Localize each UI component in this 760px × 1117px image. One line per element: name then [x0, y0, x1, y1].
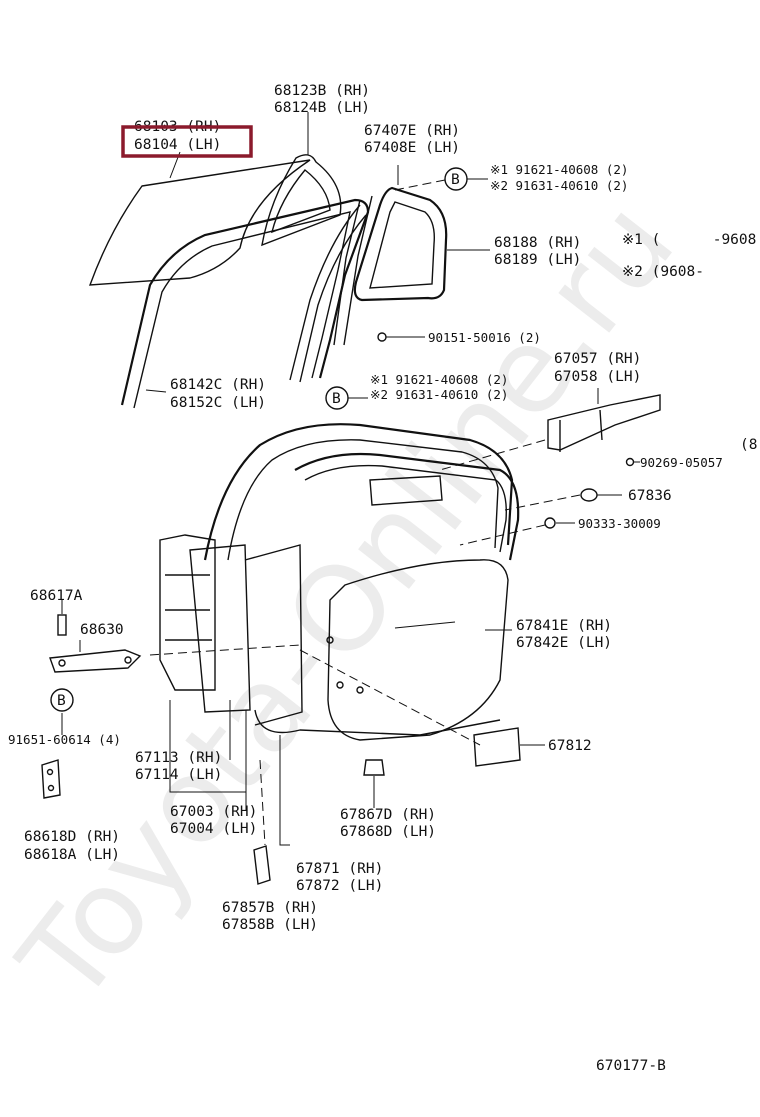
label-quarter-frame-lh: 67408E (LH) — [364, 140, 460, 156]
label-pad-67812: 67812 — [548, 738, 592, 754]
highlight-box — [121, 125, 253, 158]
label-run-channel-rh: 68142C (RH) — [170, 377, 266, 393]
label-glass-lh: 68104 (LH) — [134, 137, 221, 153]
label-hinge-pin: 68617A — [30, 588, 83, 604]
callout-b-label: B — [332, 391, 341, 407]
label-quarter-glass-lh: 68189 (LH) — [494, 252, 581, 268]
label-screw-b2: ※2 91631-40610 (2) — [490, 178, 628, 193]
label-hinge-rh: 68618D (RH) — [24, 829, 120, 845]
quarter-window[interactable] — [333, 165, 490, 346]
plug-67836[interactable] — [580, 488, 622, 502]
label-date-note-2: ※2 (9608- — [622, 264, 704, 280]
label-weather-rh: 67871 (RH) — [296, 861, 383, 877]
label-bolt-91651: 91651-60614 (4) — [8, 732, 121, 747]
door-hinge-68618[interactable] — [41, 759, 61, 799]
label-date-note-1: ※1 ( -9608 — [622, 232, 756, 248]
ring-90333[interactable] — [544, 517, 575, 529]
bolt-90269[interactable] — [625, 457, 641, 467]
label-screw-b1: ※1 91621-40608 (2) — [490, 162, 628, 177]
screw-90151[interactable] — [377, 332, 425, 342]
label-screw-90151: 90151-50016 (2) — [428, 330, 541, 345]
diagram-code: 670177-B — [596, 1058, 666, 1074]
door-trim-cover[interactable] — [326, 559, 512, 741]
label-run-channel-lh: 68152C (LH) — [170, 395, 266, 411]
callout-b-mid[interactable]: B — [325, 386, 368, 410]
glass-channel[interactable] — [261, 112, 342, 247]
label-ring-90333: 90333-30009 — [578, 516, 661, 531]
label-side-note: (8 — [740, 437, 757, 453]
label-cover-lh: 67842E (LH) — [516, 635, 612, 651]
label-bolt-90269: 90269-05057 — [640, 455, 723, 470]
callout-b-left[interactable]: B — [50, 688, 74, 712]
label-frame-lh: 67114 (LH) — [135, 767, 222, 783]
rear-door-panel[interactable] — [159, 423, 520, 810]
label-weather-lh: 67872 (LH) — [296, 878, 383, 894]
retainer-67867[interactable] — [363, 759, 385, 808]
bracket-leaders — [169, 735, 290, 846]
label-channel-rh: 68123B (RH) — [274, 83, 370, 99]
hinge-pin-68617a[interactable] — [57, 600, 67, 636]
label-channel-lh: 68124B (LH) — [274, 100, 370, 116]
label-door-lh: 67004 (LH) — [170, 821, 257, 837]
label-door-rh: 67003 (RH) — [170, 804, 257, 820]
callout-b-label: B — [57, 693, 66, 709]
label-quarter-frame-rh: 67407E (RH) — [364, 123, 460, 139]
label-check-lh: 67058 (LH) — [554, 369, 641, 385]
door-check-bracket[interactable] — [547, 388, 661, 452]
label-retainer-lh: 67868D (LH) — [340, 824, 436, 840]
pad-67812[interactable] — [473, 727, 545, 767]
label-link-68630: 68630 — [80, 622, 124, 638]
label-check-rh: 67057 (RH) — [554, 351, 641, 367]
label-tape-rh: 67857B (RH) — [222, 900, 318, 916]
label-cover-rh: 67841E (RH) — [516, 618, 612, 634]
label-plug-67836: 67836 — [628, 488, 672, 504]
label-hinge-lh: 68618A (LH) — [24, 847, 120, 863]
label-frame-rh: 67113 (RH) — [135, 750, 222, 766]
relation-lines — [149, 179, 581, 846]
tape-67857[interactable] — [253, 845, 271, 885]
label-retainer-rh: 67867D (RH) — [340, 807, 436, 823]
callout-b-label: B — [451, 172, 460, 188]
callout-b-top[interactable]: B — [444, 167, 488, 191]
label-tape-lh: 67858B (LH) — [222, 917, 318, 933]
label-screw-b4: ※2 91631-40610 (2) — [370, 387, 508, 402]
hinge-link-68630[interactable] — [49, 640, 142, 673]
label-quarter-glass-rh: 68188 (RH) — [494, 235, 581, 251]
label-screw-b3: ※1 91621-40608 (2) — [370, 372, 508, 387]
